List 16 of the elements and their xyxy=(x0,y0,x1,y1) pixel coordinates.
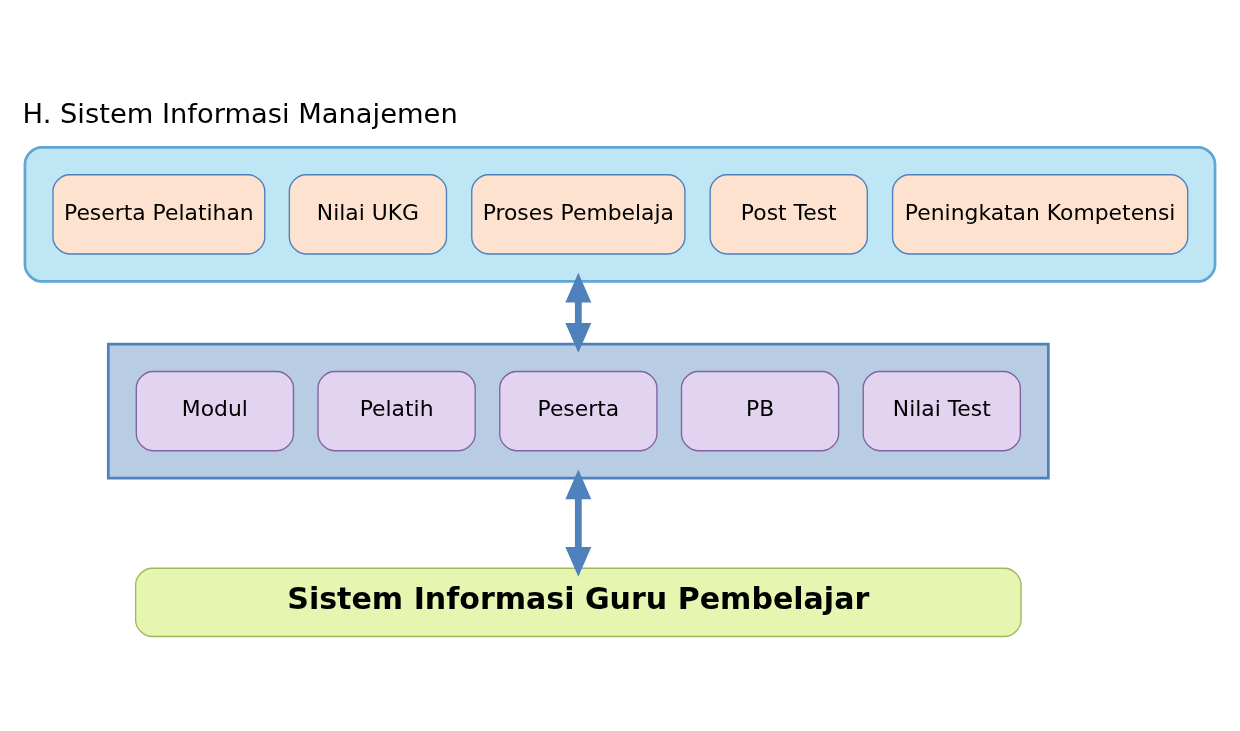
node-box: Sistem Informasi Guru Pembelajar xyxy=(134,567,1022,637)
node-box: Modul xyxy=(135,370,295,451)
node-box: Peserta Pelatihan xyxy=(52,173,266,255)
cluster xyxy=(106,342,1050,479)
diagram-title: H. Sistem Informasi Manajemen xyxy=(22,97,458,129)
node-box: PB xyxy=(680,370,840,451)
arrow xyxy=(565,272,592,353)
arrow xyxy=(565,469,592,577)
node-box: Pelatih xyxy=(317,370,476,451)
node-box: Post Test xyxy=(709,173,868,255)
node-box: Nilai UKG xyxy=(288,173,448,255)
node-box: Nilai Test xyxy=(862,370,1022,451)
node-box: Proses Pembelaja xyxy=(471,173,686,255)
node-box: Peningkatan Kompetensi xyxy=(891,173,1189,255)
node-box: Peserta xyxy=(499,370,658,451)
cluster xyxy=(23,145,1217,283)
